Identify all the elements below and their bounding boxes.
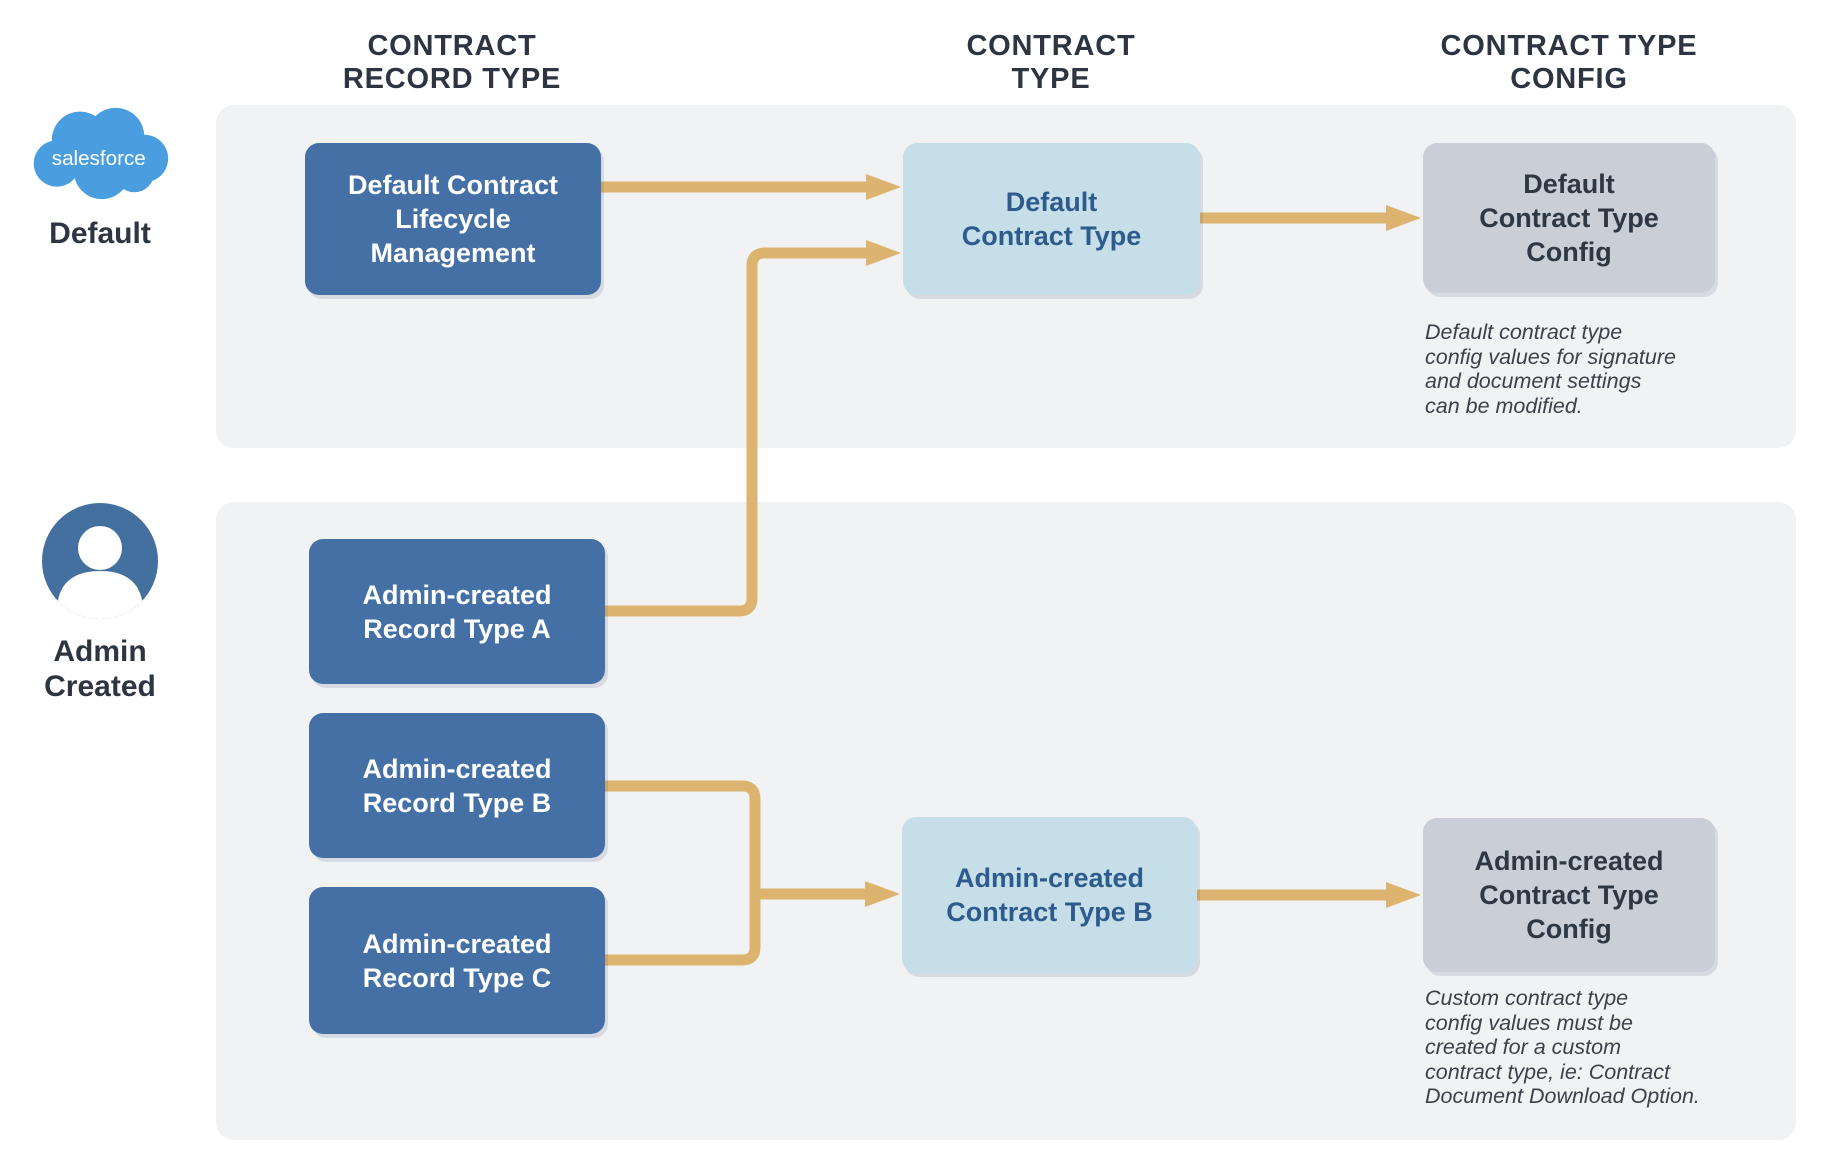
default-config-note: Default contract type config values for … [1425, 320, 1676, 418]
column-header-contract-type: CONTRACT TYPE [966, 30, 1136, 95]
box-default-contract-type-config: Default Contract Type Config [1423, 143, 1715, 293]
box-admin-record-type-c: Admin-created Record Type C [309, 887, 605, 1034]
salesforce-logo-text: salesforce [52, 147, 146, 170]
column-header-contract-type-config: CONTRACT TYPE CONFIG [1440, 30, 1698, 95]
default-row-label: Default [49, 217, 151, 250]
column-header-contract-record-type: CONTRACT RECORD TYPE [342, 30, 562, 95]
box-default-contract-type: Default Contract Type [903, 143, 1200, 295]
box-admin-record-type-b: Admin-created Record Type B [309, 713, 605, 858]
box-admin-contract-type-config: Admin-created Contract Type Config [1423, 818, 1715, 972]
salesforce-logo: salesforce [33, 107, 169, 200]
admin-config-note: Custom contract type config values must … [1425, 986, 1700, 1108]
admin-user-icon [42, 503, 158, 619]
admin-created-row-label: Admin Created [44, 635, 156, 703]
box-admin-contract-type-b: Admin-created Contract Type B [902, 817, 1197, 973]
box-admin-record-type-a: Admin-created Record Type A [309, 539, 605, 684]
box-default-contract-lifecycle-management: Default Contract Lifecycle Management [305, 143, 601, 295]
